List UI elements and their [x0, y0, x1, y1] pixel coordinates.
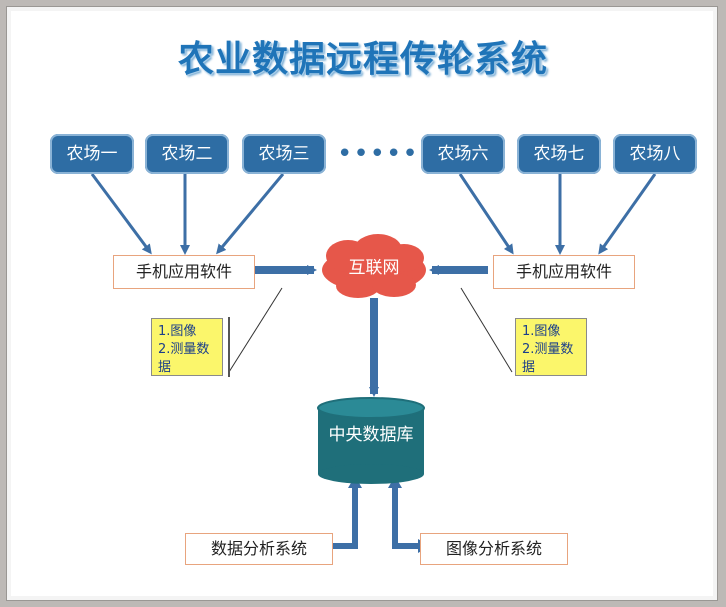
arrow-farm1 [90, 173, 152, 255]
mobile-app-right: 手机应用软件 [493, 255, 635, 289]
arrow-farm6 [458, 173, 514, 255]
database-cylinder-shape [317, 397, 425, 484]
diagram-frame [6, 6, 718, 601]
note-right-line-2: 2.测量数据 [522, 342, 574, 375]
note-right: 1.图像 2.测量数据 [515, 318, 587, 376]
farm-8: 农场八 [613, 134, 697, 174]
arrow-db-to-image [392, 486, 425, 549]
diagram-title: 农业数据远程传轮系统 [177, 39, 548, 80]
arrow-db-to-analysis [322, 486, 358, 549]
note-left-bar [228, 317, 230, 377]
note-left-line-1: 1.图像 [158, 324, 197, 339]
image-analysis-system: 图像分析系统 [420, 533, 568, 565]
data-analysis-system: 数据分析系统 [185, 533, 333, 565]
farm-1: 农场一 [50, 134, 134, 174]
note-left-line-2: 2.测量数据 [158, 342, 210, 375]
arrow-farm3 [216, 173, 285, 255]
arrow-farm8 [598, 173, 657, 255]
farm-7: 农场七 [517, 134, 601, 174]
farm-6: 农场六 [421, 134, 505, 174]
farm-3: 农场三 [242, 134, 326, 174]
internet-label: 互联网 [348, 258, 400, 278]
mobile-app-left: 手机应用软件 [113, 255, 255, 289]
ellipsis: •••••• [337, 139, 436, 169]
database-label: 中央数据库 [328, 425, 414, 445]
callout-line-left [228, 287, 283, 373]
note-left: 1.图像 2.测量数据 [151, 317, 230, 377]
note-right-line-1: 1.图像 [522, 324, 561, 339]
callout-line-right [460, 287, 513, 373]
internet-cloud-shape [322, 234, 426, 298]
farm-2: 农场二 [145, 134, 229, 174]
